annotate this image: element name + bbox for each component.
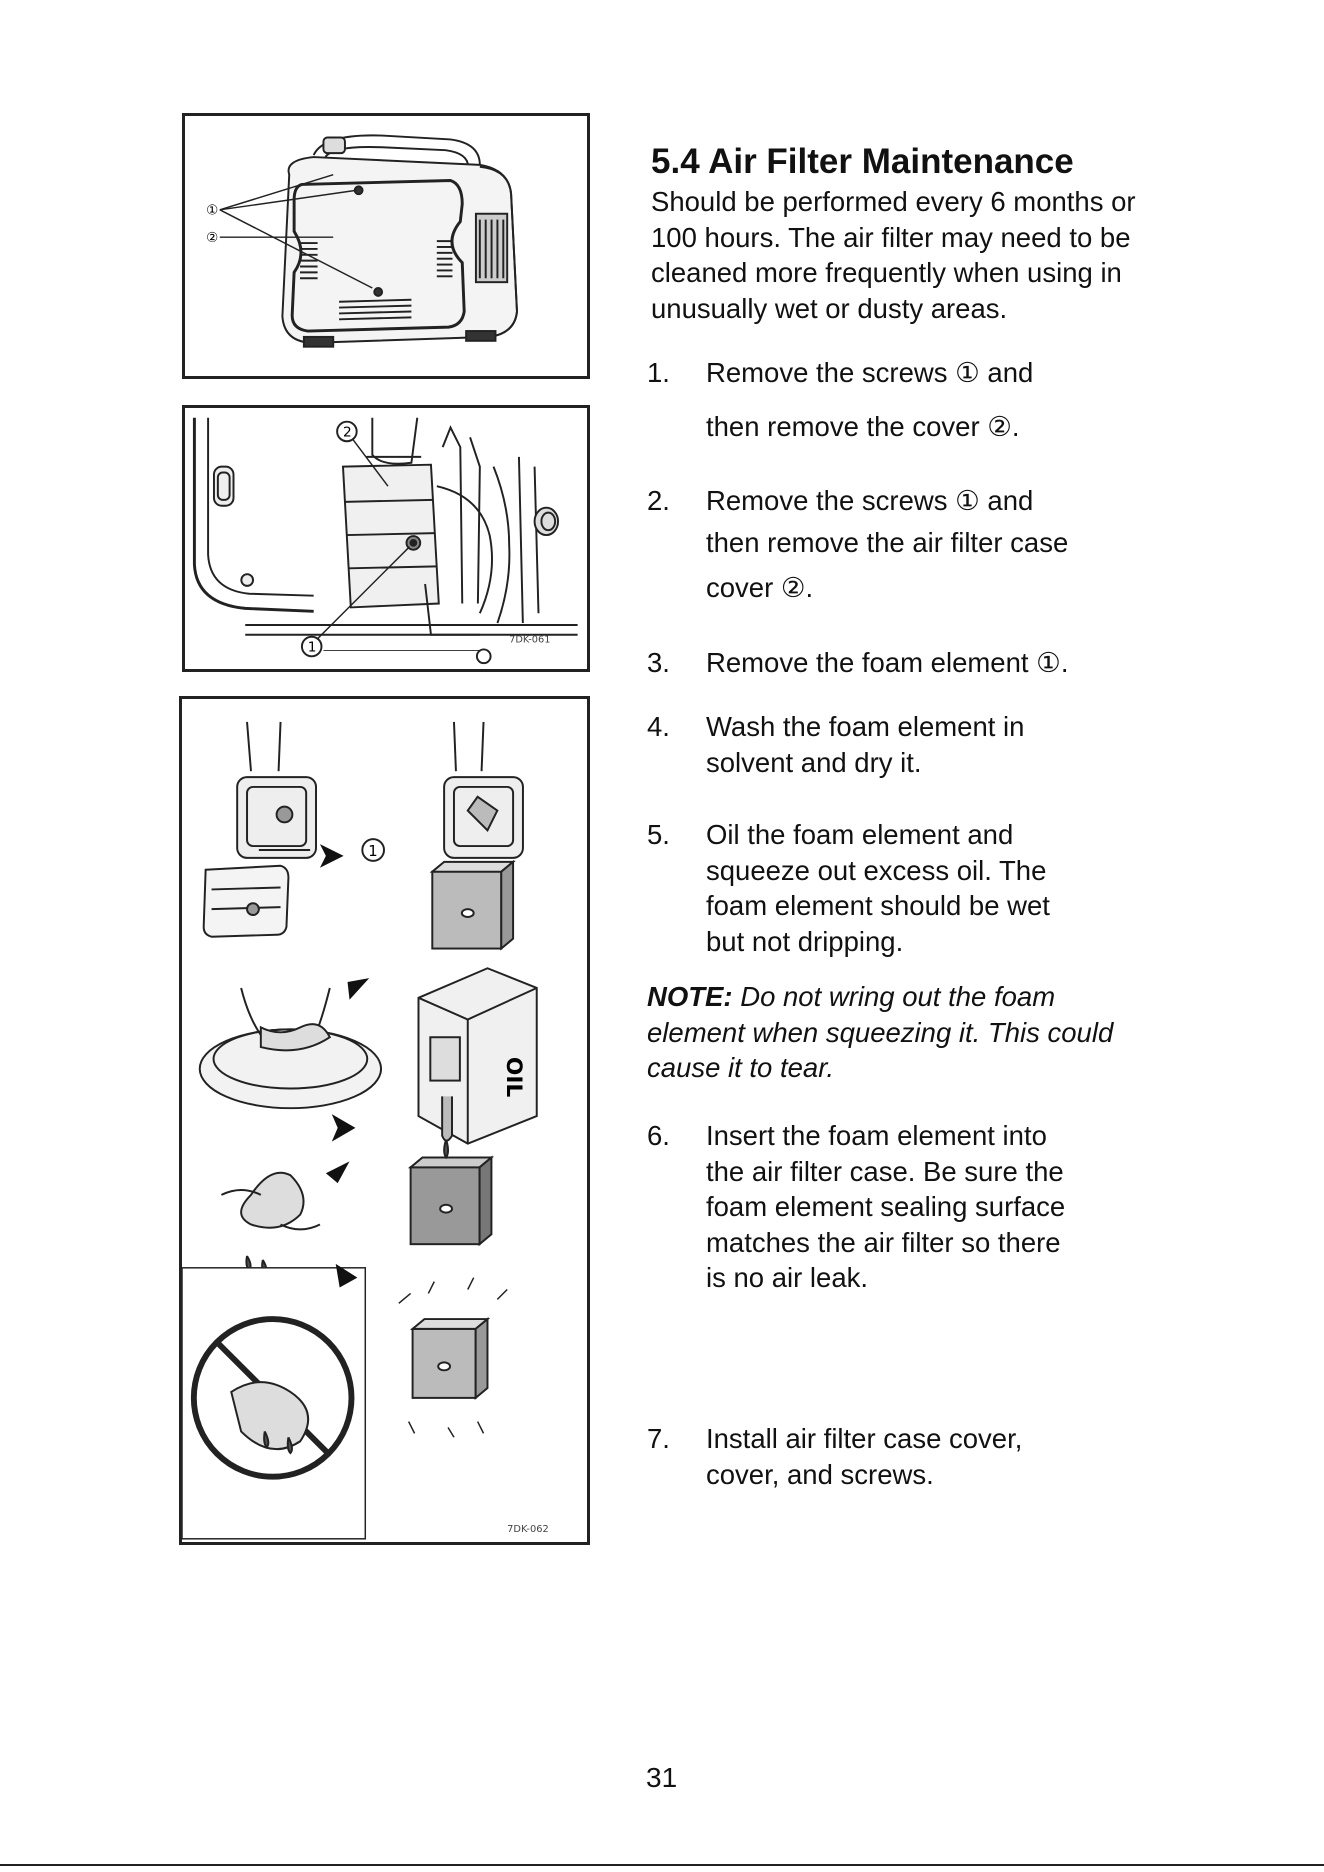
step-line: squeeze out excess oil. The (706, 854, 1047, 886)
step-line: foam element should be wet (706, 890, 1050, 921)
generator-cover-figure: ① ② (182, 113, 590, 379)
step-number: 3. (647, 647, 670, 678)
step-line: but not dripping. (706, 925, 904, 957)
note-text: cause it to tear. (647, 1052, 834, 1083)
step-line: then remove the air filter case (706, 526, 1069, 558)
note-label: NOTE: (647, 981, 733, 1012)
bottom-rule (0, 1864, 1324, 1866)
step-line: solvent and dry it. (706, 746, 922, 778)
intro-line: unusually wet or dusty areas. (651, 292, 1008, 324)
oil-can-label: OIL (501, 1057, 526, 1097)
fig3-code: 7DK-062 (507, 1524, 549, 1535)
step-line: the air filter case. Be sure the (706, 1155, 1064, 1187)
air-filter-case-illustration: 2 1 7DK-061 (192, 417, 578, 665)
step-line: Remove the foam element ①. (706, 647, 1069, 678)
step-number: 1. (647, 357, 670, 388)
step-line: Install air filter case cover, (706, 1423, 1023, 1454)
generator-cover-illustration: ① ② (206, 134, 518, 348)
foam-element-cleaning-illustration: 1 OIL 7DK-062 (182, 721, 549, 1540)
step-line: Oil the foam element and (706, 819, 1014, 850)
step-line: matches the air filter so there (706, 1226, 1061, 1258)
step-line: cover, and screws. (706, 1458, 934, 1490)
fig2-callout-1: 1 (308, 639, 317, 655)
step-number: 4. (647, 711, 670, 742)
step-number: 6. (647, 1120, 670, 1151)
fig3-callout-1: 1 (368, 843, 377, 860)
step-line: foam element sealing surface (706, 1191, 1066, 1222)
page-number: 31 (646, 1762, 678, 1793)
step-line: Remove the screws ① and (706, 357, 1034, 388)
intro-line: cleaned more frequently when using in (651, 257, 1122, 288)
step-line: is no air leak. (706, 1262, 869, 1293)
fig2-callout-2: 2 (343, 424, 352, 440)
fig2-code: 7DK-061 (509, 635, 550, 646)
note-text: Do not wring out the foam (732, 981, 1056, 1012)
step-number: 2. (647, 485, 670, 516)
fig1-callout-2: ② (206, 230, 218, 246)
step-line: Wash the foam element in (706, 711, 1025, 742)
step-number: 7. (647, 1423, 670, 1454)
intro-paragraph: Should be performed every 6 months or 10… (651, 184, 1211, 326)
step-line: cover ②. (706, 572, 814, 603)
intro-line: Should be performed every 6 months or (651, 186, 1136, 217)
fig1-callout-1: ① (206, 203, 218, 219)
air-filter-case-figure: 2 1 7DK-061 (182, 405, 590, 672)
intro-line: 100 hours. The air filter may need to be (651, 221, 1131, 253)
foam-element-cleaning-figure: 1 OIL 7DK-062 (179, 696, 590, 1545)
note-text: element when squeezing it. This could (647, 1016, 1114, 1048)
step-number: 5. (647, 819, 670, 850)
section-heading: 5.4 Air Filter Maintenance (651, 142, 1074, 181)
note-paragraph: NOTE: Do not wring out the foam element … (647, 979, 1207, 1086)
step-line: Insert the foam element into (706, 1120, 1047, 1151)
step-line: then remove the cover ②. (706, 410, 1020, 442)
step-line: Remove the screws ① and (706, 485, 1034, 516)
